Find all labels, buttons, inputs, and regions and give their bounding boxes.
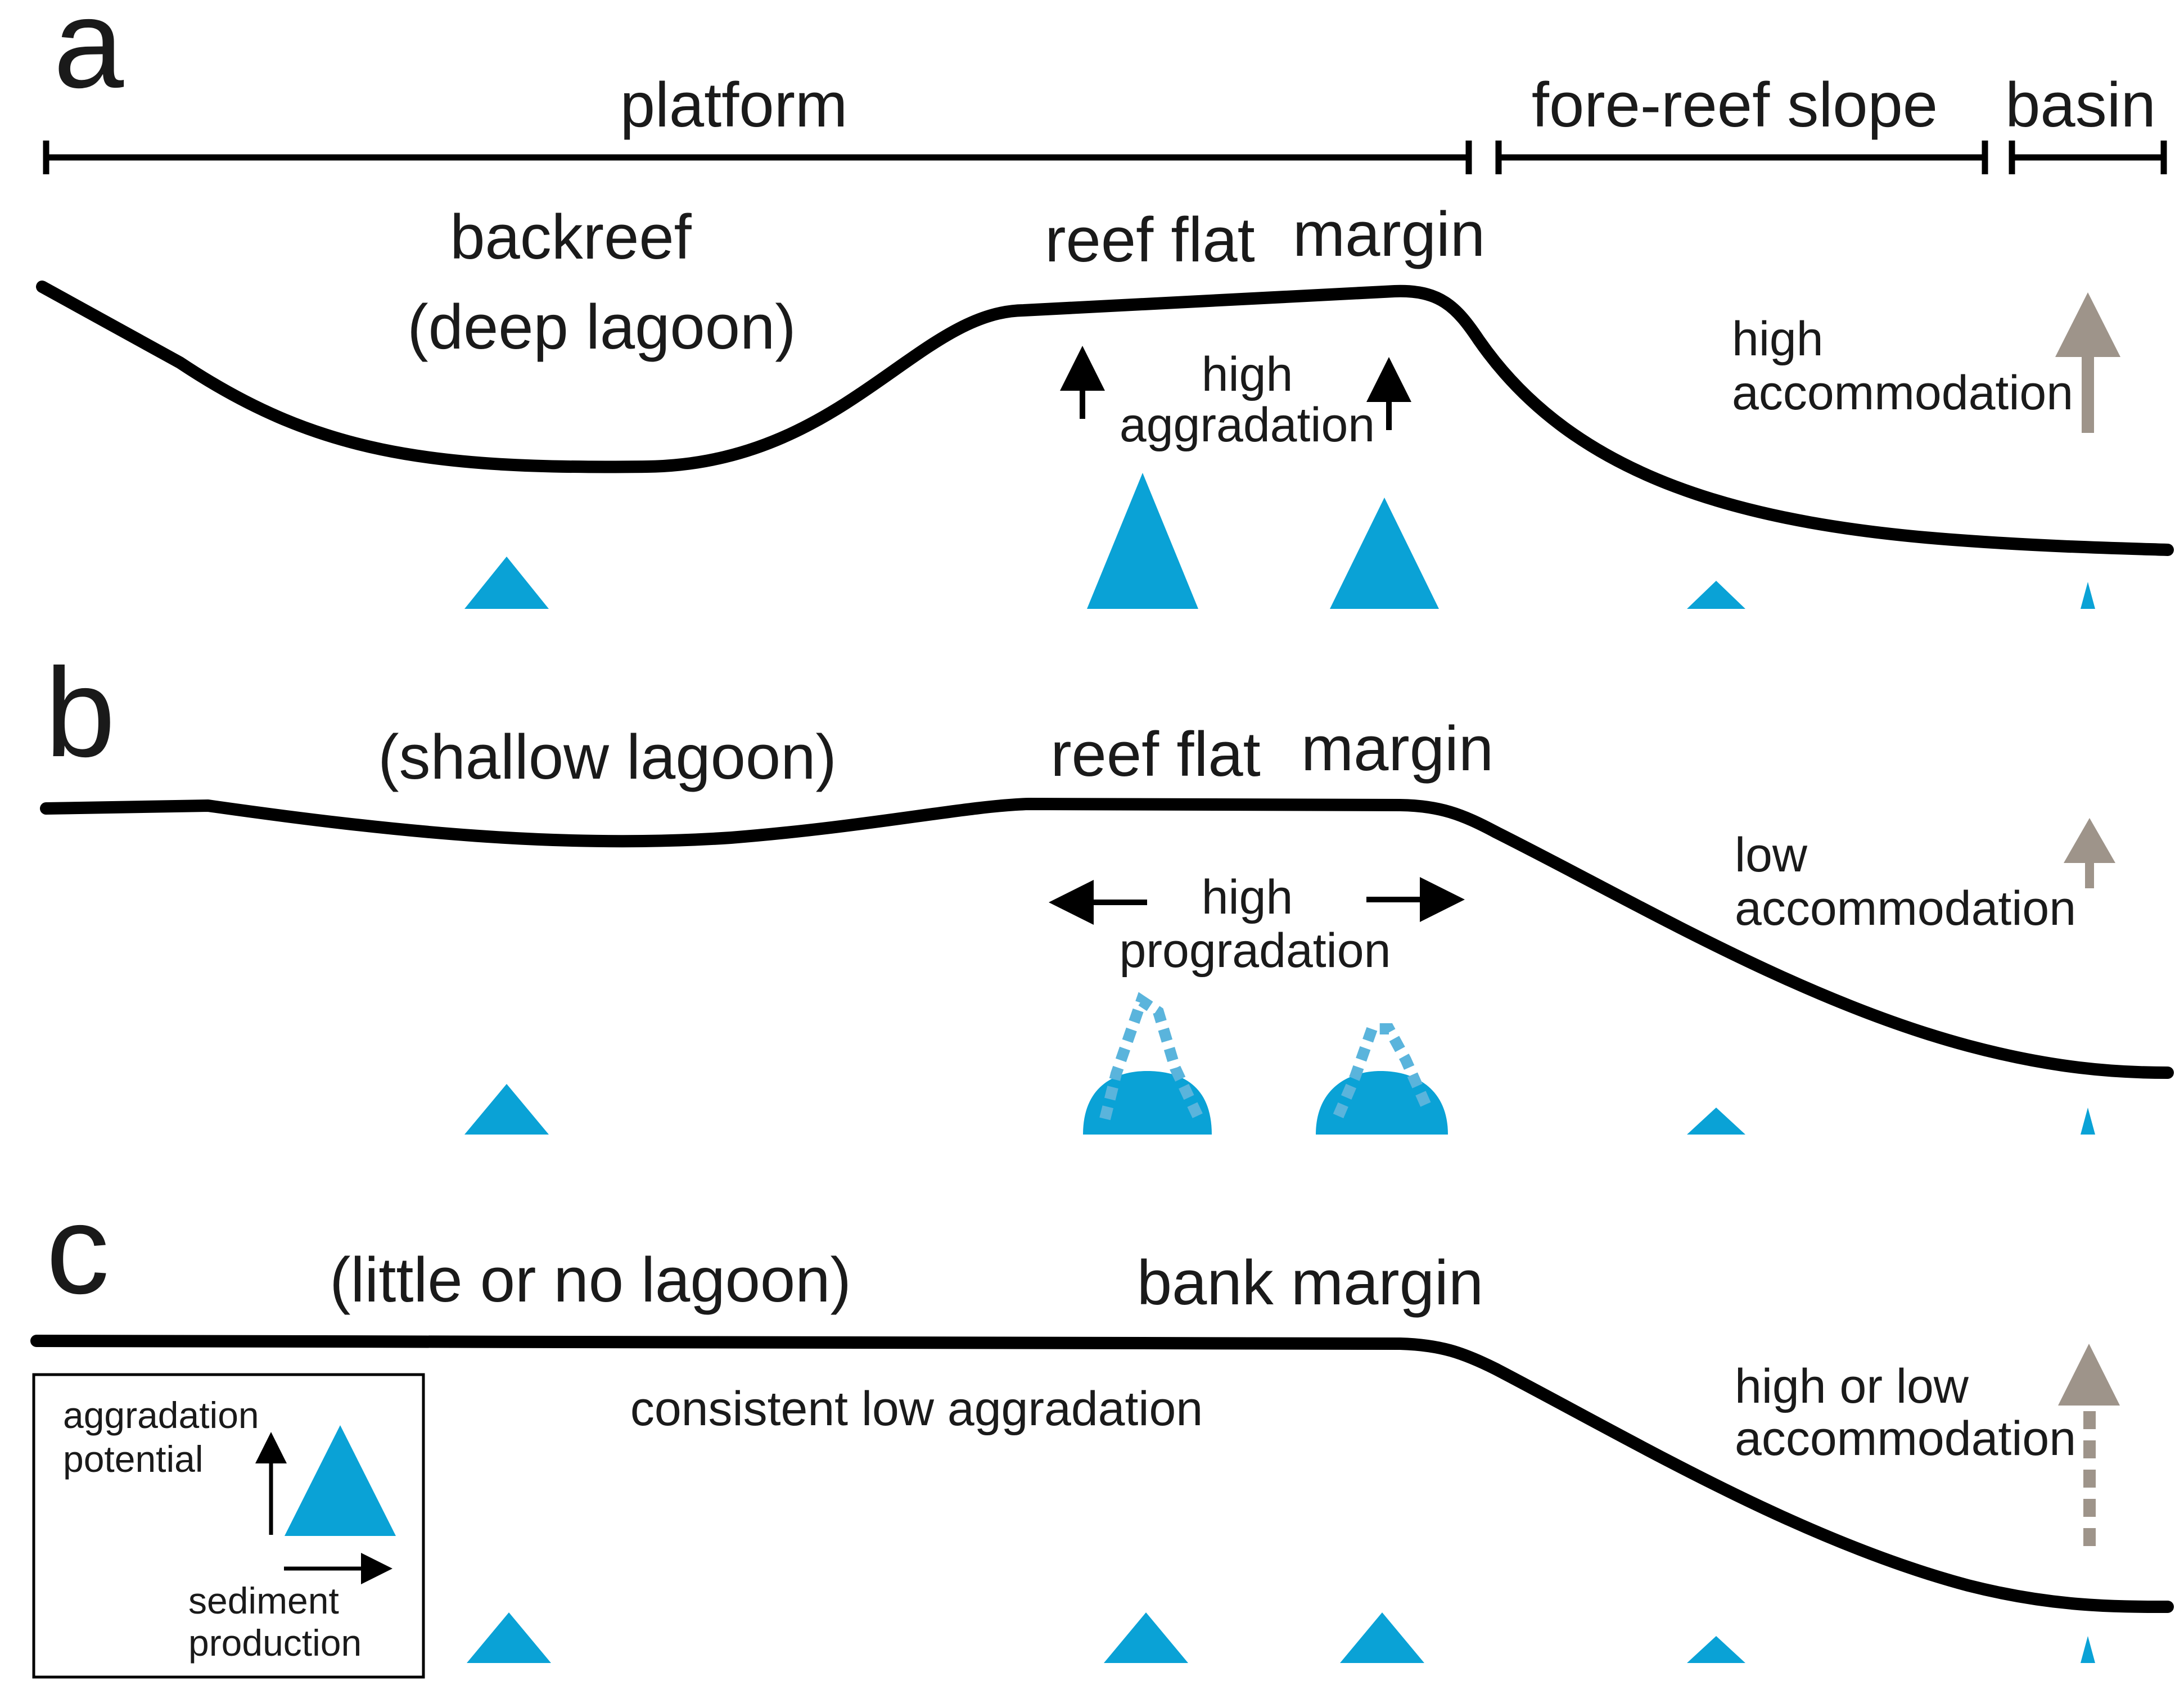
production-triangle-basin-a	[2081, 582, 2095, 609]
accommodation-label-b-line2: accommodation	[1735, 882, 2076, 936]
process-label-c: consistent low aggradation	[630, 1382, 1203, 1436]
zone-bar-platform	[43, 141, 1472, 174]
prograding-margin-mound-b	[1316, 1023, 1448, 1135]
depth-profile-c	[30, 1335, 2174, 1613]
production-triangle-basin-b	[2081, 1108, 2095, 1135]
legend-y-label-line2: potential	[63, 1438, 204, 1480]
panel-a-letter: a	[53, 0, 124, 114]
panel-a: a platform fore-reef slope basin backree…	[36, 0, 2174, 609]
accommodation-label-c-line2: accommodation	[1735, 1412, 2076, 1466]
production-triangle-slope-b	[1687, 1108, 1745, 1135]
margin-label: margin	[1293, 199, 1485, 269]
panel-b: b (shallow lagoon) reef flat margin high…	[40, 641, 2174, 1135]
process-label-b-line2: progradation	[1120, 924, 1391, 978]
production-triangle-slope-a	[1687, 581, 1745, 609]
accommodation-label-a-line1: high	[1732, 312, 1824, 366]
no-lagoon-label: (little or no lagoon)	[330, 1245, 851, 1315]
reef-flat-label-b: reef flat	[1050, 719, 1261, 789]
legend-x-label-line1: sediment	[188, 1580, 339, 1621]
margin-label-b: margin	[1301, 713, 1493, 784]
panel-b-letter: b	[45, 641, 115, 783]
production-triangle-margin-c	[1340, 1612, 1424, 1663]
deep-lagoon-label: (deep lagoon)	[407, 292, 796, 362]
shallow-lagoon-label: (shallow lagoon)	[378, 722, 837, 792]
production-triangle-basin-c	[2081, 1636, 2095, 1663]
production-triangle-reef-c	[1104, 1612, 1188, 1663]
process-label-b-line1: high	[1202, 870, 1293, 924]
depth-profile-b	[40, 798, 2174, 1079]
zone-bar-basin	[2009, 141, 2167, 174]
production-triangle-margin-a	[1330, 498, 1439, 609]
production-triangle-lagoon-b	[464, 1084, 549, 1135]
production-triangle-slope-c	[1687, 1636, 1745, 1663]
accommodation-arrow-c-icon	[2058, 1344, 2120, 1552]
process-label-a-line1: high	[1202, 347, 1293, 401]
backreef-label: backreef	[450, 202, 692, 272]
accommodation-arrow-a-icon	[2055, 292, 2120, 433]
zone-label-fore-reef-slope: fore-reef slope	[1532, 70, 1938, 140]
zone-label-basin: basin	[2005, 70, 2156, 140]
bank-margin-label: bank margin	[1137, 1248, 1483, 1318]
legend-box: aggradation potential sediment productio…	[32, 1373, 425, 1679]
panel-c: c (little or no lagoon) bank margin cons…	[30, 1178, 2174, 1679]
production-triangle-reef-flat-a	[1087, 473, 1198, 609]
legend-triangle-icon	[285, 1425, 396, 1536]
production-triangle-lagoon-c	[467, 1612, 551, 1663]
prograding-reef-flat-mound-b	[1083, 992, 1212, 1135]
accommodation-label-b-line1: low	[1735, 828, 1808, 882]
zone-bar-fore-reef-slope	[1495, 141, 1988, 174]
panel-c-letter: c	[46, 1178, 110, 1320]
accommodation-arrow-b-icon	[2064, 818, 2115, 888]
legend-x-label-line2: production	[188, 1622, 362, 1664]
process-label-a-line2: aggradation	[1120, 398, 1375, 452]
depth-profile-a	[36, 281, 2174, 556]
production-triangle-backreef-a	[464, 557, 549, 609]
legend-y-label-line1: aggradation	[63, 1394, 259, 1436]
accommodation-label-c-line1: high or low	[1735, 1359, 1969, 1413]
accommodation-label-a-line2: accommodation	[1732, 366, 2073, 420]
reef-flat-label: reef flat	[1045, 205, 1255, 275]
zone-label-platform: platform	[620, 70, 848, 140]
